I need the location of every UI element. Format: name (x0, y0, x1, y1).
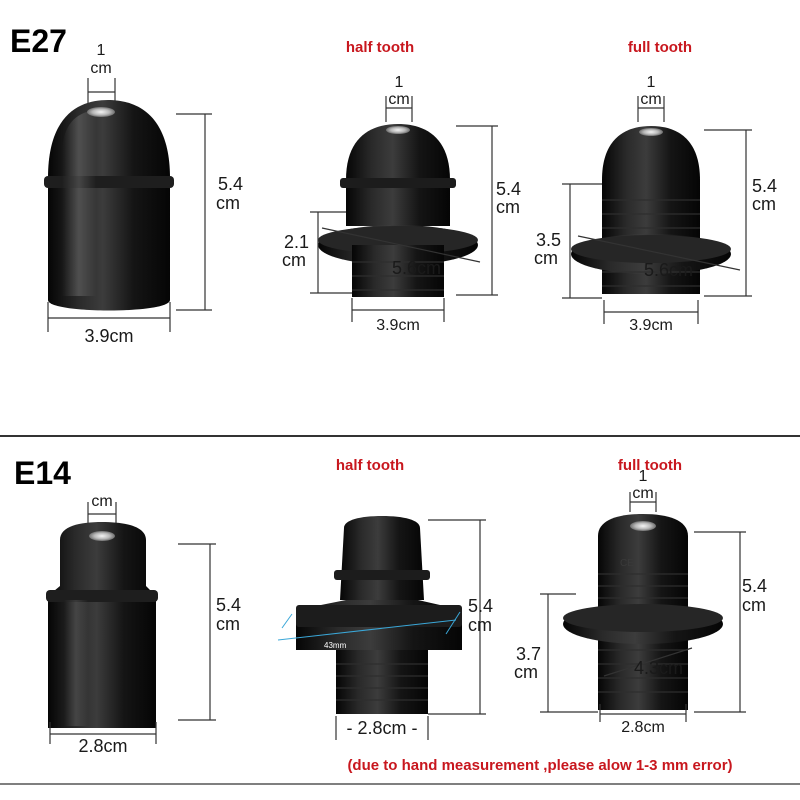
e14-half-height-value: 5.4 (468, 596, 493, 616)
section-title-e27: E27 (10, 23, 67, 59)
e27-half-bottom: 3.9cm (376, 317, 420, 334)
socket-body (340, 516, 424, 600)
e14-half-tooth-socket: half tooth 43mm 5.4 cm - 2.8cm - (277, 457, 493, 740)
e27-half-tooth-socket: half tooth 1 cm 5.6cm 2.1 cm (282, 39, 521, 334)
e27-half-height-unit: cm (496, 197, 520, 217)
e27-plain-socket: 1 cm 5.4 cm 3.9cm (44, 42, 243, 346)
metal-contact-icon (630, 521, 656, 531)
e14-plain-height-unit: cm (216, 614, 240, 634)
variant-label: full tooth (618, 457, 682, 474)
e14-plain-socket: cm 5.4 cm 2.8cm (46, 493, 241, 756)
metal-contact-icon (87, 107, 115, 117)
e14-full-side-value: 3.7 (516, 644, 541, 664)
metal-contact-icon (89, 531, 115, 541)
e27-plain-top-unit: cm (90, 60, 111, 77)
e14-plain-bottom: 2.8cm (78, 736, 127, 756)
e14-plain-height-value: 5.4 (216, 595, 241, 615)
section-e14: E14 cm 5.4 cm 2.8cm half tooth (14, 455, 767, 774)
e14-full-height-value: 5.4 (742, 576, 767, 596)
e27-half-height-value: 5.4 (496, 179, 521, 199)
e14-half-height-unit: cm (468, 615, 492, 635)
e27-full-height-value: 5.4 (752, 176, 777, 196)
e14-full-bottom: 2.8cm (621, 719, 665, 736)
e14-full-top-value: 1 (639, 468, 648, 485)
e27-full-tooth-socket: full tooth 1 cm 5.6cm 3.5 cm (534, 39, 777, 334)
e27-plain-top-value: 1 (97, 42, 106, 59)
variant-label: full tooth (628, 39, 692, 56)
metal-contact-icon (386, 126, 410, 134)
e27-full-height-unit: cm (752, 194, 776, 214)
e27-full-top-unit: cm (640, 91, 661, 108)
e14-full-top-unit: cm (632, 485, 653, 502)
e27-full-side-unit: cm (534, 248, 558, 268)
e14-full-tooth-socket: full tooth 1 cm CE 4.3cm 3.7 cm (514, 457, 767, 736)
section-title-e14: E14 (14, 455, 71, 491)
e14-full-side-unit: cm (514, 662, 538, 682)
e14-full-ring: 4.3cm (634, 658, 683, 678)
e27-full-bottom: 3.9cm (629, 317, 673, 334)
e27-plain-height-unit: cm (216, 193, 240, 213)
variant-label: half tooth (336, 457, 404, 474)
e27-full-side-value: 3.5 (536, 230, 561, 250)
ce-mark-icon: CE (620, 558, 634, 569)
e27-plain-height-value: 5.4 (218, 174, 243, 194)
socket-body (346, 124, 450, 226)
e14-half-bottom: - 2.8cm - (346, 718, 417, 738)
e27-half-side-unit: cm (282, 250, 306, 270)
e14-plain-top-unit: cm (91, 493, 112, 510)
variant-label: half tooth (346, 39, 414, 56)
e27-full-top-value: 1 (647, 74, 656, 91)
e14-half-ring-label: 43mm (324, 641, 347, 650)
section-e27: E27 1 cm 5.4 cm 3.9cm (10, 23, 777, 346)
metal-contact-icon (639, 128, 663, 136)
e14-full-height-unit: cm (742, 595, 766, 615)
e27-half-side-value: 2.1 (284, 232, 309, 252)
measurement-note: (due to hand measurement ,please alow 1-… (347, 757, 732, 774)
e27-full-ring: 5.6cm (644, 260, 693, 280)
e27-half-ring: 5.6cm (392, 258, 441, 278)
e27-plain-bottom: 3.9cm (84, 326, 133, 346)
e27-half-top-unit: cm (388, 91, 409, 108)
e27-half-top-value: 1 (395, 74, 404, 91)
